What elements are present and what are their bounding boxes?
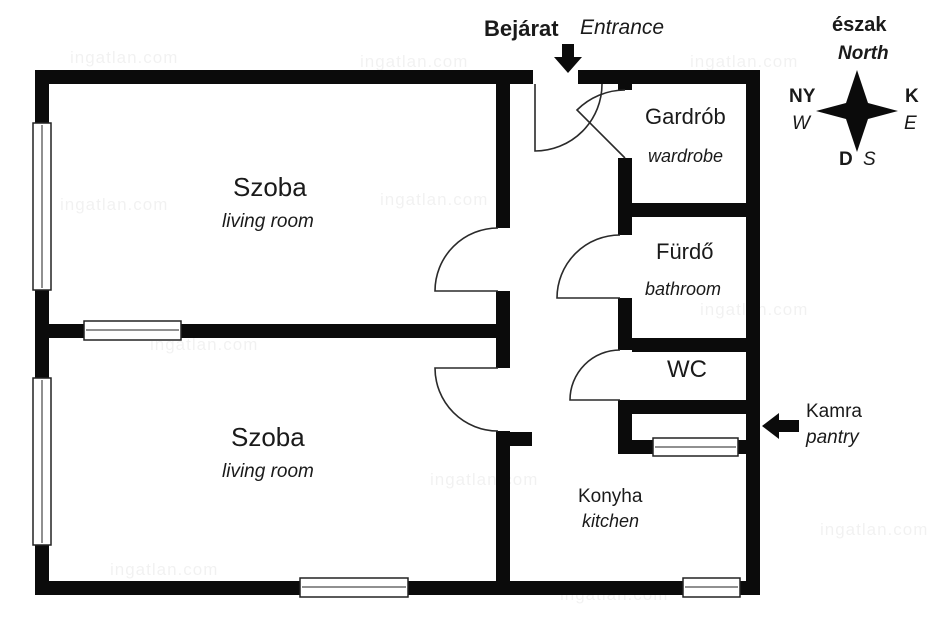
room-label-living-top-en: living room bbox=[222, 211, 314, 232]
compass-south-hu: D bbox=[839, 149, 853, 170]
door-swing-icon-room-top bbox=[434, 227, 499, 292]
room-label-pantry-hu: Kamra bbox=[806, 401, 862, 422]
wall-top-left-of-entrance bbox=[35, 70, 533, 84]
wall-service-1 bbox=[618, 84, 632, 90]
wall-service-2 bbox=[618, 158, 632, 235]
wall-center-2 bbox=[496, 291, 510, 368]
compass-star-icon bbox=[816, 70, 898, 152]
door-swing-icon-room-bottom bbox=[434, 367, 499, 432]
compass-east-hu: K bbox=[905, 86, 919, 107]
wall-service-4 bbox=[618, 400, 632, 454]
room-label-bathroom-en: bathroom bbox=[645, 279, 722, 299]
room-label-living-top-hu: Szoba bbox=[233, 172, 307, 202]
door-swing-icon-wardrobe bbox=[575, 89, 626, 159]
wall-below-wc bbox=[632, 400, 746, 414]
entrance-arrow-icon bbox=[554, 44, 582, 73]
wall-right bbox=[746, 70, 760, 595]
room-label-living-bottom-en: living room bbox=[222, 461, 314, 482]
wall-service-3 bbox=[618, 298, 632, 350]
room-label-kitchen-en: kitchen bbox=[582, 511, 640, 531]
room-label-wardrobe-en: wardrobe bbox=[648, 146, 724, 166]
door-swing-icon-wc bbox=[569, 349, 621, 401]
entrance-label-hu: Bejárat bbox=[484, 16, 559, 41]
room-label-living-bottom-hu: Szoba bbox=[231, 422, 305, 452]
door-swing-icon-bathroom bbox=[556, 234, 621, 299]
compass-north-en: North bbox=[838, 43, 889, 64]
compass-west-en: W bbox=[792, 113, 810, 134]
wall-kitchen-stub bbox=[510, 432, 532, 446]
wall-center-1 bbox=[496, 84, 510, 228]
room-label-bathroom-hu: Fürdő bbox=[656, 239, 714, 264]
wall-center-3 bbox=[496, 431, 510, 595]
room-label-wc: WC bbox=[667, 356, 707, 383]
doors bbox=[434, 83, 626, 432]
wall-below-wardrobe bbox=[632, 203, 746, 217]
door-swing-icon-entrance bbox=[534, 83, 603, 152]
room-label-kitchen-hu: Konyha bbox=[578, 486, 643, 507]
compass-south-en: S bbox=[863, 149, 876, 170]
room-label-wardrobe-hu: Gardrób bbox=[645, 104, 726, 129]
compass-west-hu: NY bbox=[789, 86, 816, 107]
wall-top-right-of-entrance bbox=[578, 70, 760, 84]
wall-below-bathroom bbox=[632, 338, 746, 352]
entrance-label-en: Entrance bbox=[580, 16, 665, 39]
compass-north-hu: észak bbox=[832, 14, 887, 36]
windows bbox=[32, 122, 741, 598]
room-label-pantry-en: pantry bbox=[806, 427, 859, 448]
pantry-arrow-icon bbox=[762, 413, 799, 439]
compass-east-en: E bbox=[904, 113, 917, 134]
